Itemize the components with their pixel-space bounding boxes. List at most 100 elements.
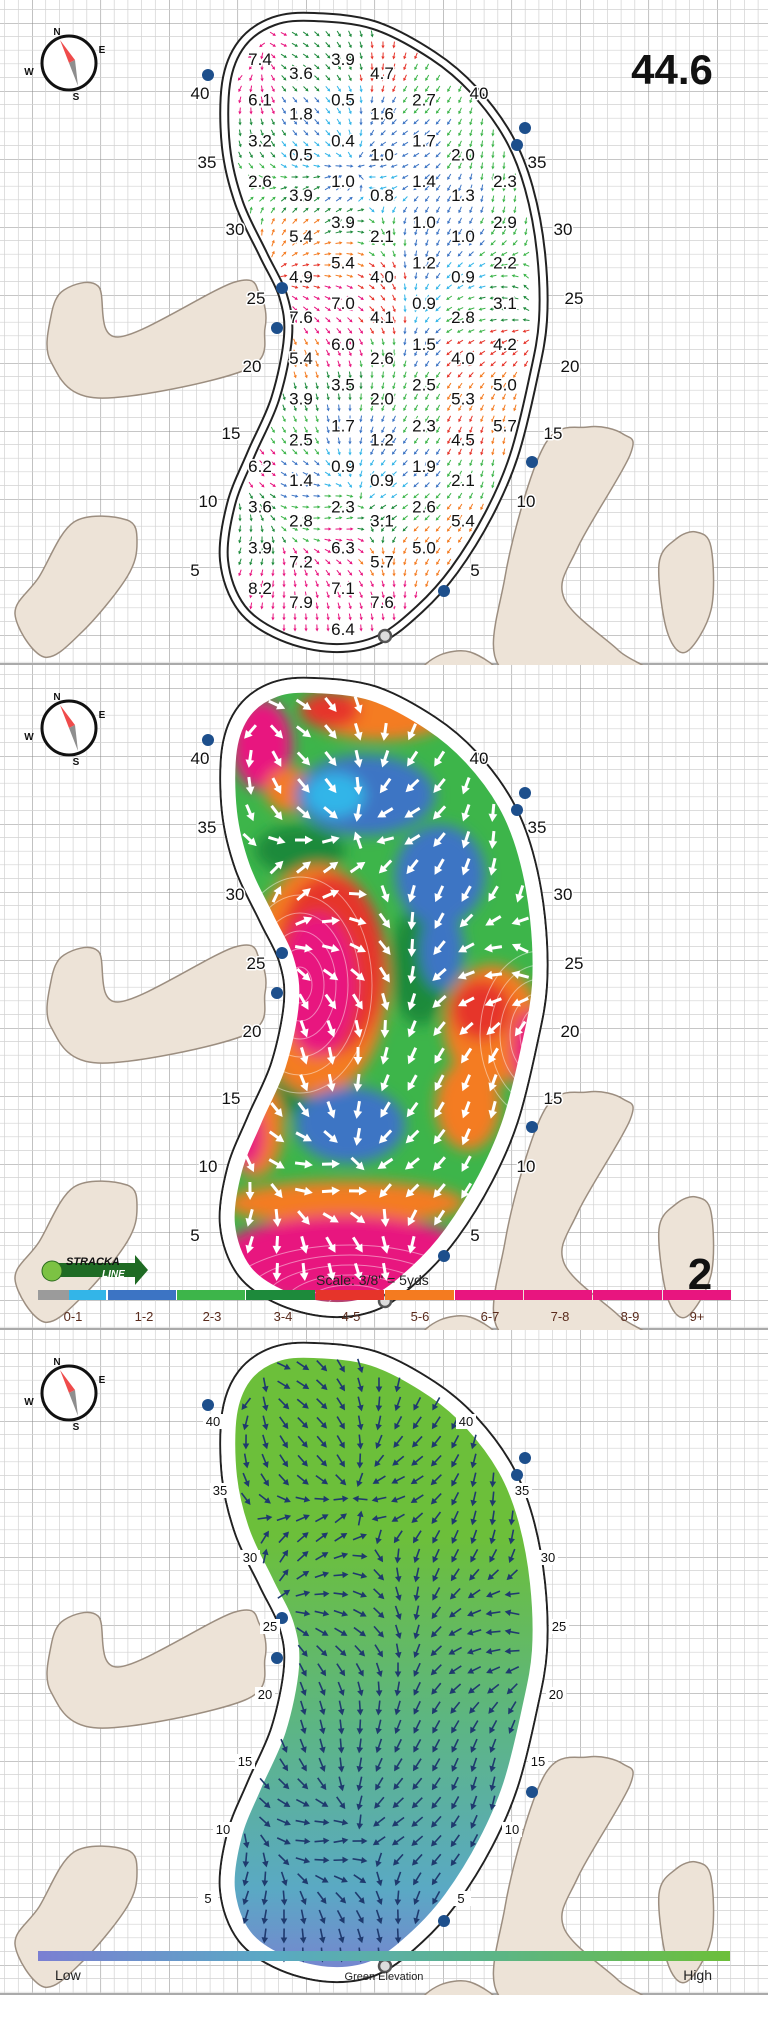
slope-arrow [435, 295, 441, 301]
slope-arrow [302, 241, 309, 246]
slope-arrow-head [500, 252, 505, 256]
slope-arrow [335, 208, 342, 213]
slope-arrow [281, 64, 287, 70]
slope-percent-label: 3.9 [331, 213, 355, 232]
slope-arrow-head [392, 88, 396, 93]
slope-arrow-head [261, 196, 265, 200]
slope-percent-label: 6.3 [331, 538, 355, 557]
slope-arrow [414, 272, 418, 280]
slope-arrow-head [295, 175, 299, 179]
slope-arrow [480, 162, 484, 170]
bunker [46, 279, 267, 399]
slope-arrow-head [390, 153, 395, 157]
slope-arrow [511, 285, 519, 289]
slope-arrow [370, 30, 374, 38]
bunker [14, 515, 138, 658]
scale-text: Scale: 3/8" = 5yds [316, 1272, 429, 1288]
slope-arrow-head [259, 43, 263, 48]
slope-arrow [292, 240, 298, 246]
slope-arrow [335, 263, 343, 267]
slope-arrow-head [271, 66, 276, 70]
sprinkler-head-icon [511, 804, 523, 816]
slope-arrow [447, 173, 452, 181]
slope-arrow-head [458, 209, 462, 214]
slope-arrow-head [435, 286, 439, 290]
slope-arrow-head [316, 99, 320, 103]
slope-zone [300, 692, 360, 728]
slope-arrow-head [249, 206, 253, 210]
slope-arrow [524, 228, 528, 236]
slope-arrow-head [500, 296, 504, 300]
slope-arrow [346, 230, 354, 234]
slope-percent-label: 3.1 [370, 512, 394, 531]
slope-arrow-head [403, 77, 407, 82]
slope-arrow [435, 152, 441, 158]
slope-arrow-head [489, 285, 493, 289]
slope-arrow [359, 151, 364, 158]
slope-arrow-head [436, 242, 440, 247]
slope-arrow [502, 228, 507, 235]
slope-arrow [302, 295, 310, 300]
slope-arrow [414, 261, 418, 269]
slope-arrow [292, 86, 298, 92]
slope-arrow-head [316, 296, 321, 300]
legend-swatch [38, 1290, 69, 1300]
slope-arrow-head [360, 252, 365, 256]
slope-arrow-head [284, 274, 288, 278]
slope-arrow [370, 74, 374, 82]
slope-percent-label: 3.9 [289, 390, 313, 409]
slope-arrow-head [271, 121, 275, 126]
slope-arrow-head [348, 143, 352, 148]
slope-arrow-head [305, 196, 309, 201]
slope-arrow-head [359, 154, 363, 158]
slope-arrow-head [348, 110, 352, 115]
slope-arrow [380, 294, 386, 301]
slope-arrow-head [502, 177, 506, 181]
slope-arrow [425, 85, 430, 92]
slope-arrow [413, 119, 419, 125]
legend-swatch [455, 1290, 523, 1300]
slope-arrow-head [379, 153, 384, 157]
slope-arrow-head [327, 99, 331, 103]
slope-arrow [447, 239, 452, 247]
slope-arrow-head [283, 32, 288, 36]
slope-arrow [401, 174, 409, 179]
slope-arrow [313, 263, 321, 267]
slope-arrow-head [282, 121, 286, 125]
slope-arrow-head [403, 298, 407, 302]
slope-arrow-head [381, 221, 385, 225]
slope-arrow [314, 64, 320, 70]
slope-arrow-head [361, 219, 365, 223]
slope-arrow-head [436, 88, 440, 92]
slope-arrow [502, 173, 506, 181]
slope-arrow-head [349, 185, 353, 189]
slope-arrow-head [272, 43, 277, 47]
slope-percent-label: 4.9 [289, 268, 313, 287]
slope-arrow [489, 285, 497, 289]
slope-arrow [271, 250, 275, 258]
distance-marker-right: 40 [470, 84, 489, 103]
slope-arrow-head [480, 144, 484, 148]
slope-arrow-head [458, 110, 462, 115]
front-marker-icon [377, 628, 393, 644]
slope-arrow [424, 130, 430, 136]
compass-label-n: N [53, 692, 60, 703]
slope-arrow [292, 118, 298, 125]
slope-arrow [480, 129, 484, 137]
slope-arrow [302, 274, 310, 278]
slope-arrow [325, 107, 331, 114]
slope-arrow-head [370, 121, 374, 126]
slope-arrow [491, 195, 495, 203]
slope-arrow [348, 107, 352, 115]
slope-arrow [270, 140, 275, 147]
slope-percent-label: 2.3 [412, 416, 436, 435]
slope-arrow [358, 174, 364, 180]
slope-arrow [447, 96, 452, 104]
slope-arrow [392, 217, 396, 225]
slope-arrow-head [294, 132, 298, 136]
slope-arrow [436, 228, 440, 236]
distance-marker-left: 25 [247, 954, 266, 973]
compass-label-s: S [73, 92, 80, 103]
slope-arrow-head [380, 197, 384, 202]
